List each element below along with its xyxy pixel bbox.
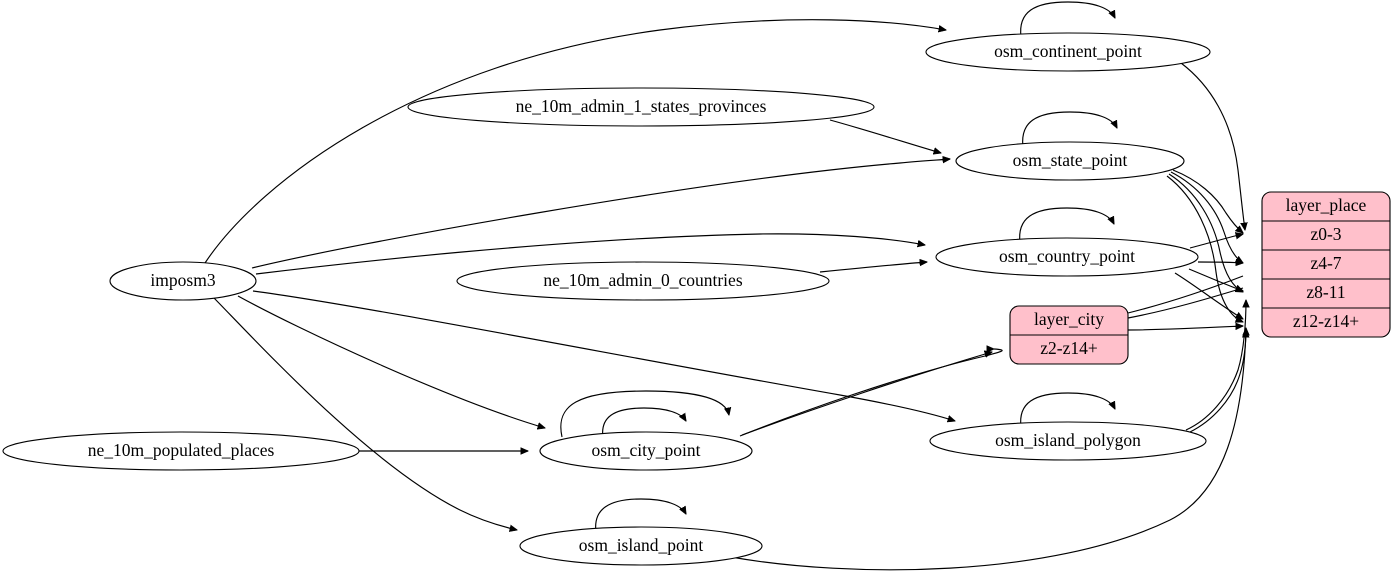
layer_place-row-z0-3[interactable]: z0-3 — [1310, 224, 1341, 244]
edge-self-osm_country_point — [1019, 207, 1114, 244]
edge-osm_island_polygon-layer_place-z12_z14 — [1189, 328, 1246, 433]
node-label-ne_10m_admin_1_states_provinces: ne_10m_admin_1_states_provinces — [516, 96, 767, 116]
node-layer_place[interactable]: layer_place z0-3 z4-7 z8-11 z12-z14+ — [1261, 191, 1391, 338]
node-osm_island_point[interactable]: osm_island_point — [519, 526, 763, 566]
node-label-imposm3: imposm3 — [150, 270, 215, 290]
node-label-osm_city_point: osm_city_point — [592, 440, 701, 460]
edge-osm_country_point-layer_place-z0_3 — [1189, 234, 1243, 249]
edge-osm_state_point-layer_place-z12_z14 — [1166, 175, 1243, 322]
node-label-ne_10m_admin_0_countries: ne_10m_admin_0_countries — [543, 270, 742, 290]
edge-osm_island_polygon-layer_place-z8_11 — [1185, 300, 1246, 431]
edge-layer_city-layer_place-z12_z14 — [1127, 326, 1243, 331]
edge-ne_10m_admin_0_countries-osm_country_point — [819, 262, 927, 273]
edge-osm_state_point-layer_place-z8_11 — [1168, 173, 1243, 292]
node-label-osm_island_point: osm_island_point — [579, 535, 704, 555]
edge-self-osm_state_point — [1022, 111, 1117, 148]
layer_place-row-z4-7[interactable]: z4-7 — [1310, 253, 1341, 273]
node-label-osm_country_point: osm_country_point — [999, 246, 1135, 266]
edge-osm_continent_point-layer_place-z0_3 — [1180, 62, 1245, 230]
edge-imposm3-osm_continent_point — [204, 19, 946, 264]
edge-imposm3-osm_country_point — [255, 233, 925, 275]
edge-osm_country_point-layer_place-z4_7 — [1197, 262, 1243, 263]
edge-osm_city_point-layer_city — [739, 349, 1003, 437]
edge-imposm3-osm_city_point — [237, 295, 545, 428]
node-ne_10m_admin_1_states_provinces[interactable]: ne_10m_admin_1_states_provinces — [407, 87, 875, 127]
edge-imposm3-osm_island_point — [213, 297, 517, 530]
node-layer_city[interactable]: layer_city z2-z14+ — [1009, 305, 1129, 365]
edge-osm_state_point-layer_place-z4_7 — [1170, 171, 1243, 263]
edge-imposm3-osm_island_polygon — [252, 290, 955, 421]
layer_place-row-z8-11[interactable]: z8-11 — [1306, 282, 1345, 302]
node-label-osm_state_point: osm_state_point — [1013, 150, 1128, 170]
node-imposm3[interactable]: imposm3 — [109, 261, 257, 301]
edge-layer_city-layer_place-aux1 — [1127, 287, 1244, 319]
layer_place-row-z12-z14[interactable]: z12-z14+ — [1293, 311, 1359, 331]
edge-layer_city-layer_place-aux2 — [1127, 275, 1244, 314]
edge-self-osm_island_point — [595, 498, 686, 533]
node-osm_continent_point[interactable]: osm_continent_point — [925, 32, 1211, 72]
edges-layer — [204, 1, 1246, 571]
edge-osm_state_point-layer_place-z0_3 — [1172, 169, 1243, 233]
edge-osm_country_point-layer_place-z12_z14 — [1174, 272, 1243, 319]
node-ne_10m_admin_0_countries[interactable]: ne_10m_admin_0_countries — [456, 261, 830, 301]
edge-self-osm_city_point-outer — [560, 390, 729, 438]
edge-self-osm_island_polygon — [1020, 392, 1115, 428]
nodes-layer: imposm3 ne_10m_admin_1_states_provinces … — [2, 32, 1391, 566]
node-osm_city_point[interactable]: osm_city_point — [539, 431, 753, 471]
layer_city-title: layer_city — [1034, 309, 1104, 329]
edge-self-osm_city_point-inner — [602, 407, 686, 439]
node-ne_10m_populated_places[interactable]: ne_10m_populated_places — [2, 431, 360, 471]
node-label-ne_10m_populated_places: ne_10m_populated_places — [88, 440, 275, 460]
edge-imposm3-osm_state_point — [251, 159, 950, 269]
edge-self-osm_continent_point — [1020, 1, 1115, 38]
edge-osm_island_point-layer_place-z12_z14 — [730, 330, 1246, 571]
node-label-osm_continent_point: osm_continent_point — [994, 41, 1142, 61]
layer_place-title: layer_place — [1286, 195, 1367, 215]
node-label-osm_island_polygon: osm_island_polygon — [995, 430, 1141, 450]
edge-osm_city_point-layer_city-2 — [741, 352, 992, 436]
node-osm_state_point[interactable]: osm_state_point — [955, 141, 1185, 181]
edge-ne_10m_admin_1_states_provinces-osm_state_point — [829, 119, 941, 153]
layer_city-row-z2-z14[interactable]: z2-z14+ — [1040, 338, 1098, 358]
node-osm_country_point[interactable]: osm_country_point — [935, 237, 1199, 277]
node-osm_island_polygon[interactable]: osm_island_polygon — [929, 421, 1207, 461]
